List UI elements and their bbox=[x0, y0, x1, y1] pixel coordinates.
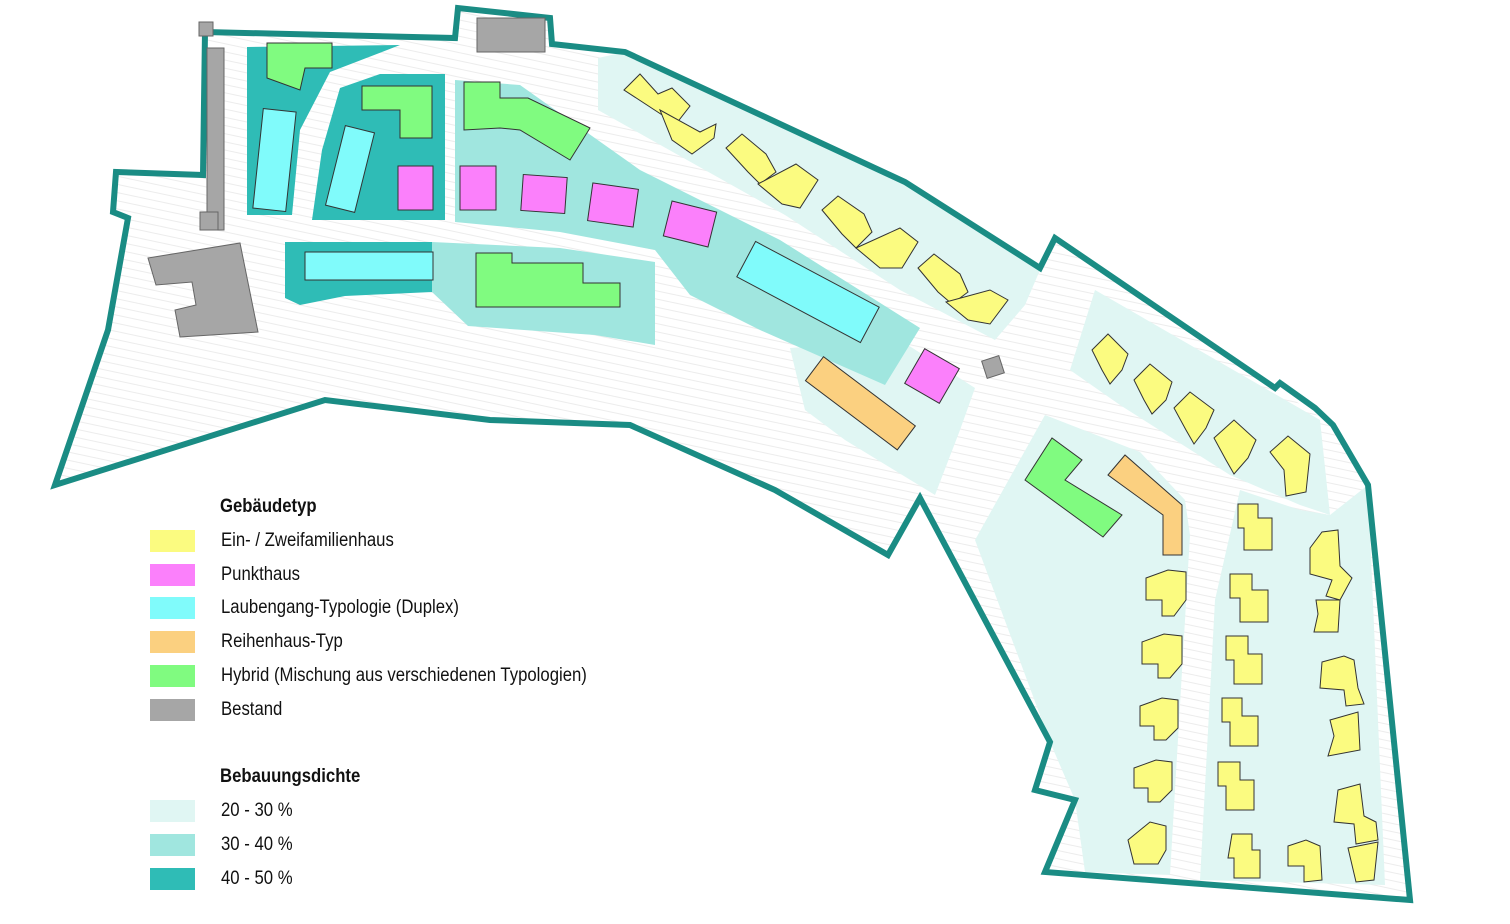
single-family-house bbox=[1319, 655, 1365, 707]
existing-building bbox=[476, 17, 546, 53]
single-family-house bbox=[1217, 761, 1255, 811]
single-family-house bbox=[1229, 573, 1269, 623]
point-house bbox=[459, 165, 497, 211]
single-family-house bbox=[1225, 635, 1263, 685]
single-family-house bbox=[1287, 839, 1323, 883]
point-houses bbox=[397, 165, 961, 405]
single-family-house bbox=[944, 289, 1009, 325]
single-family-houses bbox=[623, 73, 1379, 883]
legend-label: 20 - 30 % bbox=[221, 800, 293, 821]
density-zone bbox=[975, 415, 1190, 875]
legend-item-hybrid: Hybrid (Mischung aus verschiedenen Typol… bbox=[150, 664, 637, 688]
legend-density-title: Bebauungsdichte bbox=[220, 766, 361, 787]
legend-label: Punkthaus bbox=[221, 564, 301, 585]
legend-item-single-family: Ein- / Zweifamilienhaus bbox=[150, 529, 417, 553]
row-house bbox=[804, 356, 917, 451]
legend-item-point-house: Punkthaus bbox=[150, 563, 311, 587]
legend-swatch bbox=[150, 597, 195, 619]
existing-building bbox=[198, 21, 214, 37]
legend-label: 40 - 50 % bbox=[221, 868, 293, 889]
legend-label: Hybrid (Mischung aus verschiedenen Typol… bbox=[221, 665, 587, 686]
single-family-house bbox=[1269, 435, 1311, 497]
gallery-buildings bbox=[252, 108, 880, 344]
legend-item-density-high: 40 - 50 % bbox=[150, 867, 302, 891]
hybrid-buildings bbox=[266, 42, 1123, 538]
gallery-building bbox=[304, 251, 434, 281]
single-family-house bbox=[1221, 697, 1259, 747]
single-family-house bbox=[1237, 503, 1273, 551]
legend-swatch bbox=[150, 699, 195, 721]
row-house bbox=[1107, 454, 1183, 556]
gallery-building bbox=[252, 108, 297, 213]
single-family-house bbox=[1133, 759, 1173, 803]
gallery-building bbox=[324, 124, 376, 214]
single-family-house bbox=[725, 133, 777, 185]
point-house bbox=[397, 165, 434, 211]
single-family-house bbox=[1227, 833, 1261, 879]
legend-swatch bbox=[150, 631, 195, 653]
single-family-house bbox=[757, 163, 819, 209]
row-houses bbox=[804, 356, 1183, 556]
hybrid-building bbox=[463, 81, 591, 161]
existing-building bbox=[981, 355, 1005, 379]
legend-swatch bbox=[150, 834, 195, 856]
single-family-house bbox=[1173, 391, 1215, 445]
single-family-house bbox=[1127, 821, 1167, 865]
point-house bbox=[662, 200, 718, 248]
legend-swatch bbox=[150, 530, 195, 552]
single-family-house bbox=[1091, 333, 1129, 385]
legend-item-gallery: Laubengang-Typologie (Duplex) bbox=[150, 596, 491, 620]
single-family-house bbox=[1333, 783, 1379, 845]
legend-swatch bbox=[150, 564, 195, 586]
hybrid-building bbox=[361, 85, 433, 139]
single-family-house bbox=[1139, 697, 1179, 741]
single-family-house bbox=[1309, 529, 1353, 601]
single-family-house bbox=[1133, 363, 1173, 415]
hybrid-building bbox=[475, 252, 621, 308]
legend-label: Ein- / Zweifamilienhaus bbox=[221, 530, 394, 551]
legend-item-row-house: Reihenhaus-Typ bbox=[150, 630, 359, 654]
existing-building bbox=[147, 242, 259, 338]
legend-swatch bbox=[150, 800, 195, 822]
hybrid-building bbox=[266, 42, 333, 91]
legend-label: Laubengang-Typologie (Duplex) bbox=[221, 597, 459, 618]
single-family-house bbox=[1327, 711, 1361, 757]
single-family-house bbox=[821, 195, 873, 249]
legend-label: 30 - 40 % bbox=[221, 834, 293, 855]
legend-building-type-title: Gebäudetyp bbox=[220, 496, 317, 517]
single-family-house bbox=[1141, 633, 1183, 679]
legend-item-density-low: 20 - 30 % bbox=[150, 799, 302, 823]
existing-building bbox=[206, 47, 225, 231]
legend-swatch bbox=[150, 868, 195, 890]
single-family-house bbox=[917, 253, 969, 305]
single-family-house bbox=[855, 227, 919, 269]
point-house bbox=[520, 173, 568, 215]
legend-item-density-mid: 30 - 40 % bbox=[150, 833, 302, 857]
legend-swatch bbox=[150, 665, 195, 687]
single-family-house bbox=[1213, 419, 1257, 475]
single-family-house bbox=[659, 108, 717, 155]
existing-building bbox=[199, 211, 219, 231]
legend-label: Bestand bbox=[221, 699, 283, 720]
single-family-house bbox=[1313, 599, 1341, 633]
hybrid-building bbox=[1024, 437, 1123, 538]
single-family-house bbox=[1145, 569, 1187, 617]
existing-buildings bbox=[147, 17, 1005, 379]
site-boundary bbox=[50, 4, 1414, 904]
gallery-building bbox=[736, 240, 880, 344]
legend-label: Reihenhaus-Typ bbox=[221, 631, 343, 652]
single-family-house bbox=[1347, 841, 1379, 883]
legend-item-existing: Bestand bbox=[150, 698, 291, 722]
point-house bbox=[587, 182, 639, 228]
point-house bbox=[903, 347, 961, 405]
